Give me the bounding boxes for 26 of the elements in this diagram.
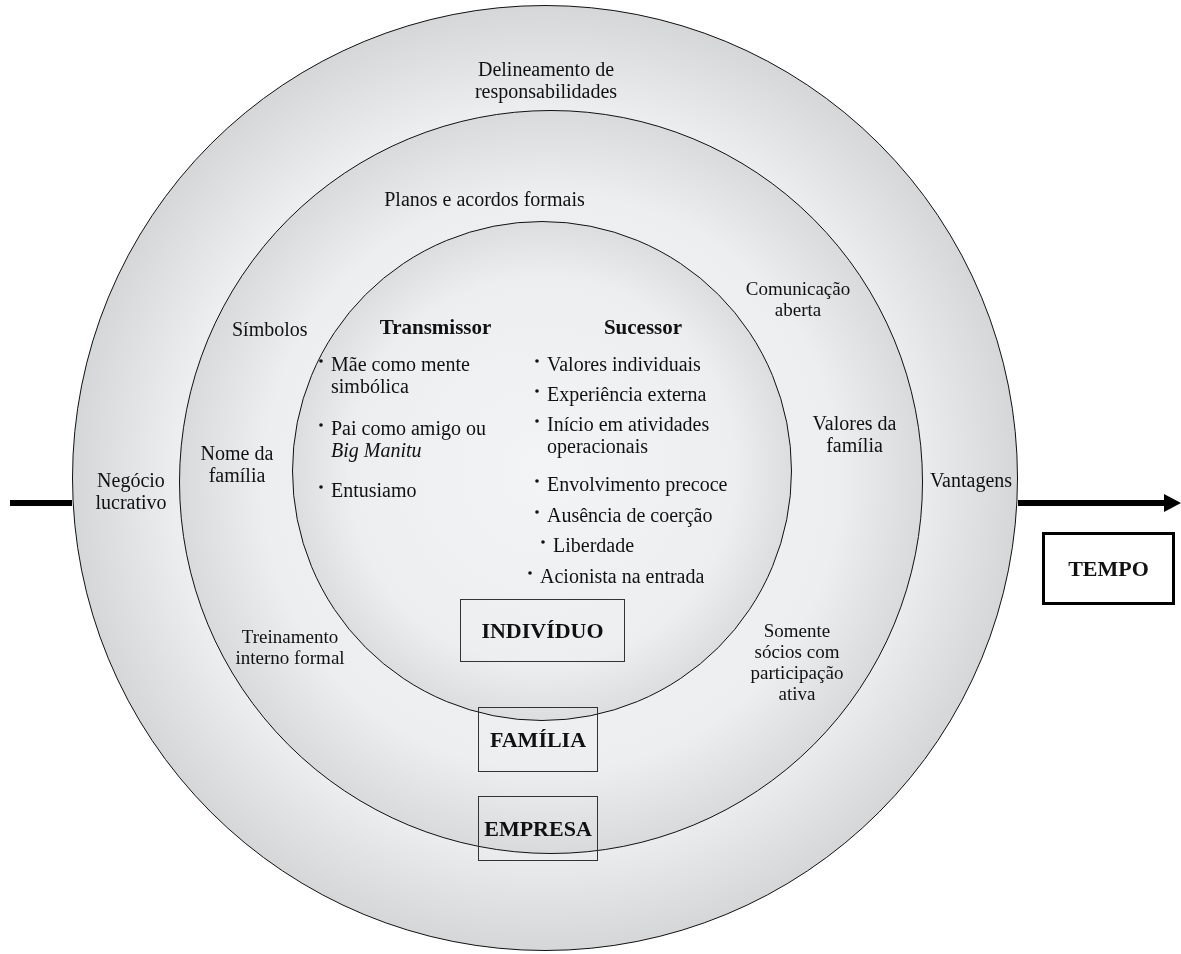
circle-label: Delineamento de responsabilidades <box>473 58 619 102</box>
circle-label: Nome da família <box>199 442 275 486</box>
circle-label: Ausência de coerção <box>547 504 714 526</box>
circle-label: Valores individuais <box>547 353 702 375</box>
circle-label: Início em atividades operacionais <box>547 413 711 457</box>
circle-label: Entusiamo <box>331 479 418 501</box>
label-box: TEMPO <box>1042 532 1175 605</box>
circle-label: Experiência externa <box>547 383 708 405</box>
circle-label: Comunicação aberta <box>744 278 852 320</box>
label-box: FAMÍLIA <box>478 707 598 772</box>
circle-label: Mãe como mente simbólica <box>331 353 471 397</box>
circle-label: Somente sócios com participação ativa <box>749 620 845 704</box>
circle-label: Vantagens <box>928 469 1014 491</box>
circle-label: Símbolos <box>232 318 309 340</box>
circle-label: Negócio lucrativo <box>94 469 168 513</box>
label-box: INDIVÍDUO <box>460 599 625 662</box>
column-heading: Sucessor <box>602 316 684 338</box>
circle-label: Liberdade <box>553 534 636 556</box>
column-heading: Transmissor <box>378 316 493 338</box>
circle-label: Envolvimento precoce <box>547 473 729 495</box>
circle-label: Valores da família <box>811 412 898 456</box>
circle-label: Treinamento interno formal <box>235 626 345 668</box>
circle-label: Planos e acordos formais <box>383 188 586 210</box>
circle-label: Pai como amigo ou Big Manitu <box>331 417 487 461</box>
label-box: EMPRESA <box>478 796 598 861</box>
circle-label: Acionista na entrada <box>540 565 706 587</box>
